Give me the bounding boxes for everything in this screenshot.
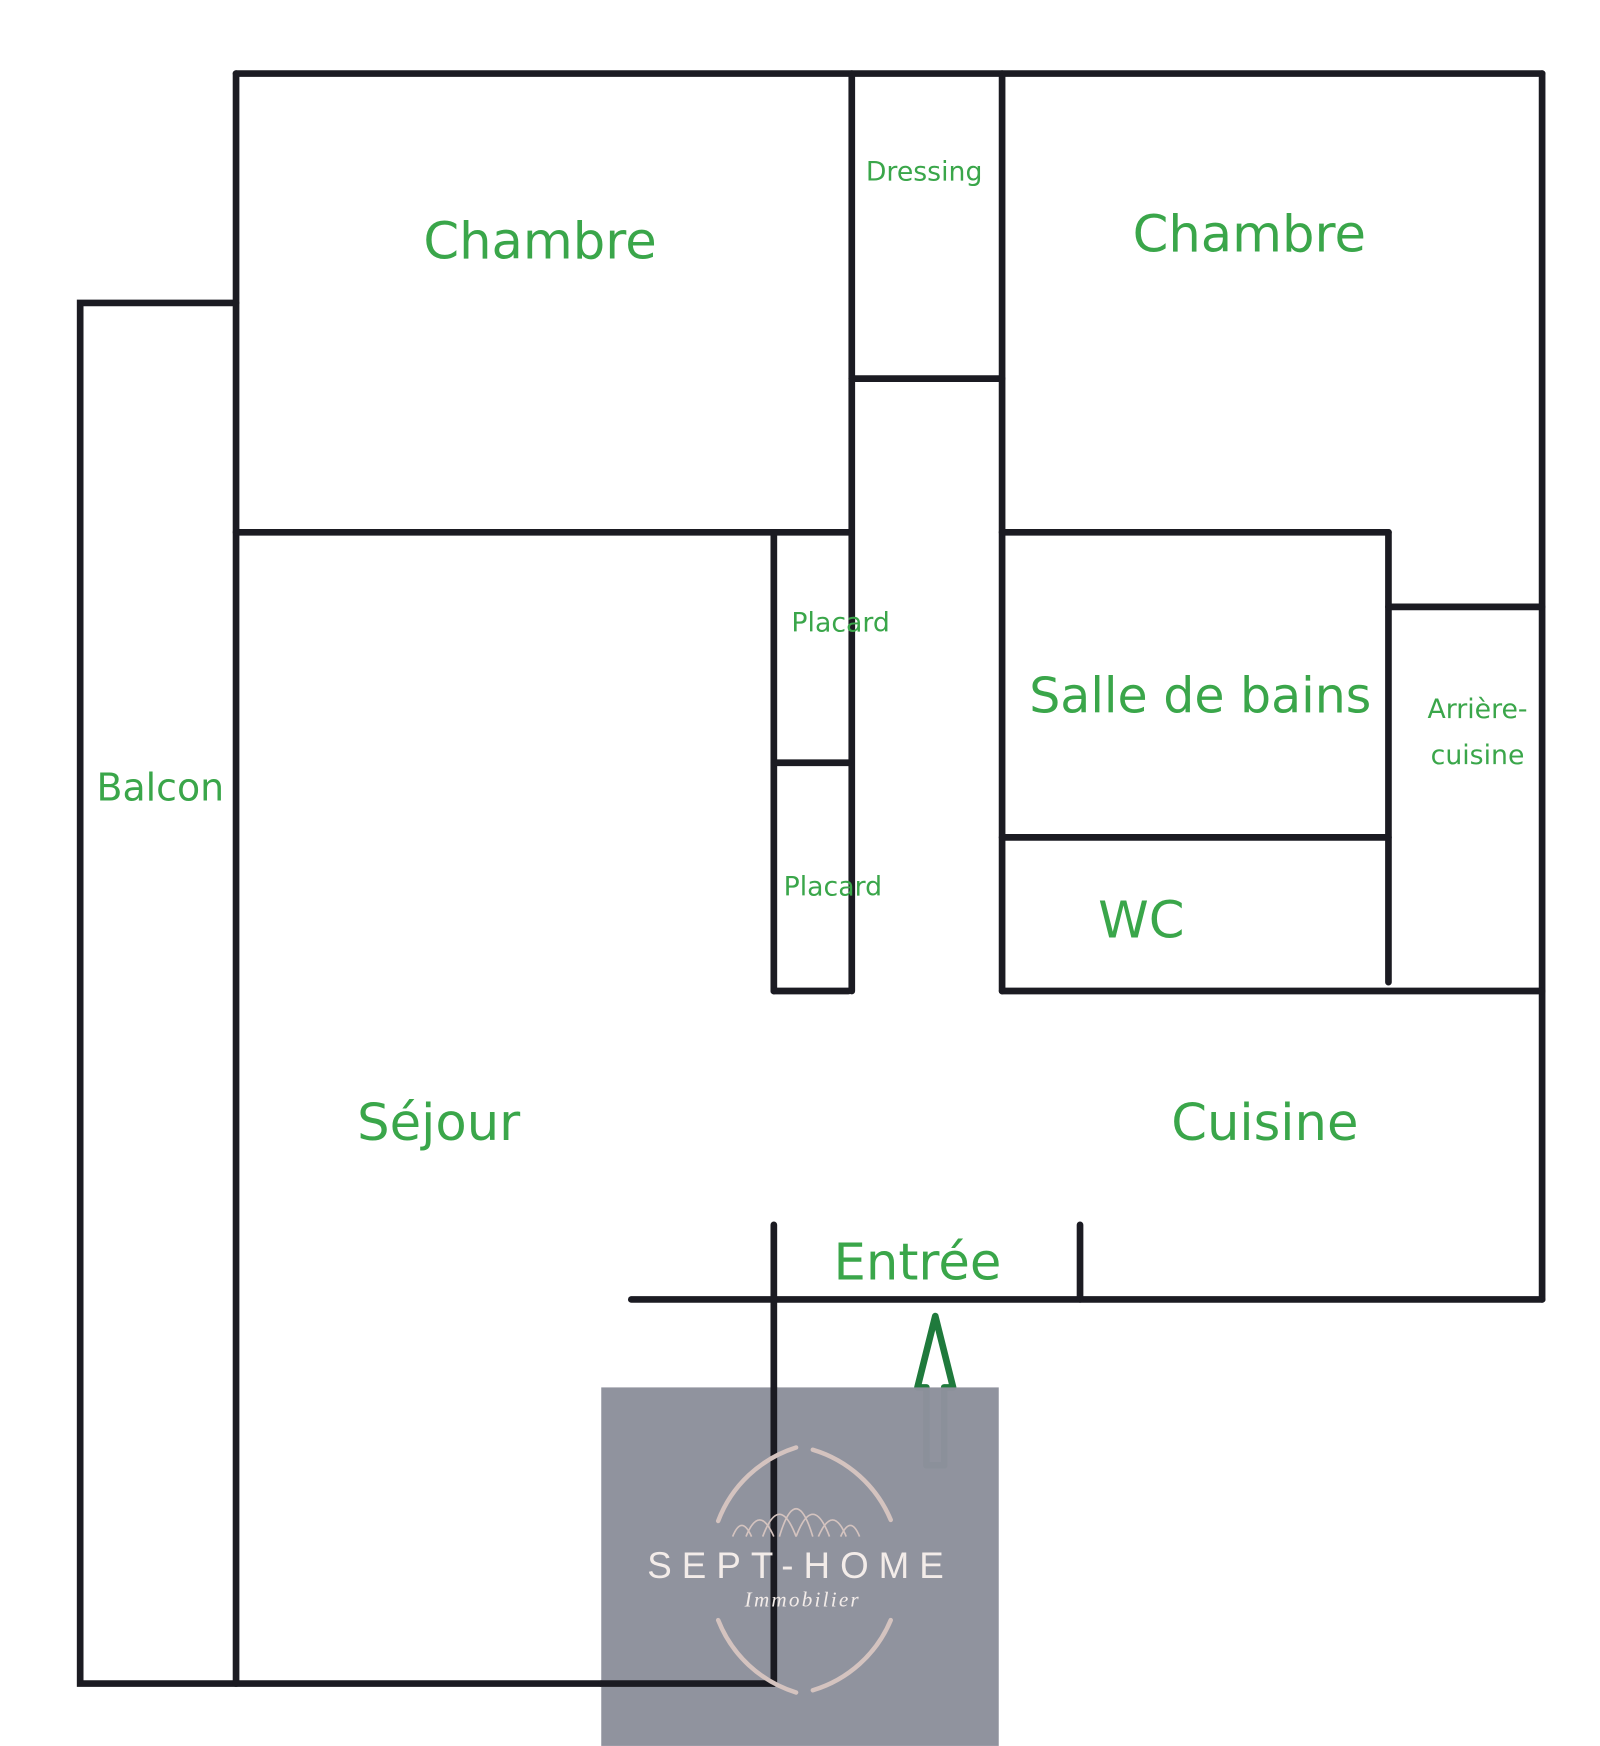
label-cuisine: Cuisine <box>1171 1093 1358 1153</box>
label-chambre-2: Chambre <box>1133 205 1366 265</box>
label-arriere-cuisine-2: cuisine <box>1431 740 1525 771</box>
label-salle-de-bains: Salle de bains <box>1029 668 1371 725</box>
walls <box>76 70 1546 1687</box>
label-chambre-1: Chambre <box>423 211 656 271</box>
room-labels: Chambre Dressing Chambre Placard Placard… <box>97 156 1528 1292</box>
label-balcon: Balcon <box>97 766 225 810</box>
label-placard-1: Placard <box>791 607 889 638</box>
label-sejour: Séjour <box>357 1093 521 1153</box>
label-wc: WC <box>1098 891 1184 951</box>
watermark-brand: SEPT-HOME <box>647 1545 954 1586</box>
label-placard-2: Placard <box>784 871 882 902</box>
watermark-tagline: Immobilier <box>744 1588 861 1612</box>
label-dressing: Dressing <box>866 156 983 187</box>
watermark-logo: SEPT-HOME Immobilier <box>597 1384 999 1746</box>
label-entree: Entrée <box>834 1232 1002 1292</box>
label-arriere-cuisine-1: Arrière- <box>1427 694 1527 725</box>
balcony-wall <box>76 299 778 1687</box>
